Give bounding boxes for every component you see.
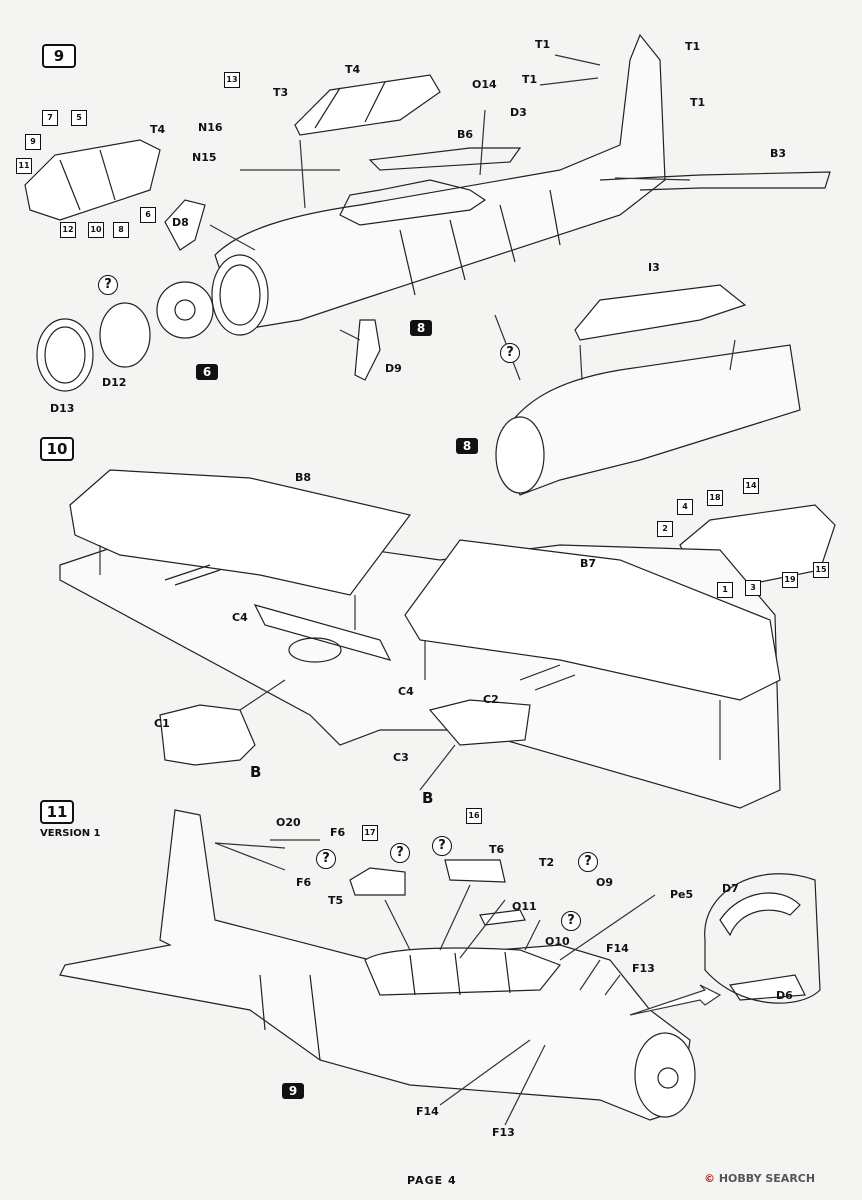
part-number-box: 12: [60, 222, 76, 238]
version-label: VERSION 1: [40, 828, 101, 839]
part-label: D3: [510, 106, 527, 119]
part-label: T4: [150, 123, 166, 136]
optional-part-marker: ?: [578, 852, 598, 872]
part-label: T1: [690, 96, 706, 109]
wing-drawing: [59, 469, 781, 809]
ref-step-9-tag: 9: [282, 1083, 304, 1099]
step-9-badge: 9: [42, 44, 76, 68]
part-label: F6: [330, 826, 346, 839]
part-number-box: 3: [745, 580, 761, 596]
canopy-small-left: [24, 139, 161, 221]
part-label: F14: [416, 1105, 439, 1118]
part-number-box: 5: [71, 110, 87, 126]
part-label: C1: [154, 717, 170, 730]
part-label: D8: [172, 216, 189, 229]
part-label: T5: [328, 894, 344, 907]
engine-parts: [36, 199, 381, 392]
part-number-box: 11: [16, 158, 32, 174]
part-number-box: 13: [224, 72, 240, 88]
part-label: Pe5: [670, 888, 694, 901]
ref-step-8-tag: 8: [456, 438, 478, 454]
page-number: PAGE 4: [407, 1174, 457, 1187]
canopy-t4: [294, 74, 441, 136]
part-label: T1: [685, 40, 701, 53]
part-number-box: 2: [657, 521, 673, 537]
arrows-step11: [214, 839, 722, 1126]
part-label: F13: [492, 1126, 515, 1139]
part-label: D7: [722, 882, 739, 895]
part-label: B8: [295, 471, 312, 484]
optional-part-marker: ?: [98, 275, 118, 295]
part-label: B: [250, 763, 262, 781]
part-number-box: 8: [113, 222, 129, 238]
arrows-step10: [99, 545, 721, 791]
part-number-box: 17: [362, 825, 378, 841]
part-label: B: [422, 789, 434, 807]
ref-step-6-tag: 6: [196, 364, 218, 380]
copyright-mark: ©: [704, 1172, 715, 1185]
part-label: T6: [489, 843, 505, 856]
part-label: N15: [192, 151, 217, 164]
optional-part-marker: ?: [316, 849, 336, 869]
part-label: T2: [539, 856, 555, 869]
watermark-text: HOBBY SEARCH: [718, 1172, 816, 1185]
part-label: O10: [545, 935, 570, 948]
part-label: O20: [276, 816, 301, 829]
part-label: B7: [580, 557, 597, 570]
part-number-box: 6: [140, 207, 156, 223]
part-number-box: 4: [677, 499, 693, 515]
step-10-badge: 10: [40, 437, 74, 461]
part-label: I3: [648, 261, 660, 274]
part-label: T1: [535, 38, 551, 51]
part-label: D12: [102, 376, 127, 389]
part-number-box: 16: [466, 808, 482, 824]
part-label: D9: [385, 362, 402, 375]
step-11-badge: 11: [40, 800, 74, 824]
part-label: B6: [457, 128, 474, 141]
part-label: F13: [632, 962, 655, 975]
part-number-box: 1: [717, 582, 733, 598]
part-label: D13: [50, 402, 75, 415]
aircraft-drawing-step11: [59, 809, 696, 1121]
canopy-parts-step11: [349, 859, 821, 1004]
optional-part-marker: ?: [500, 343, 520, 363]
part-label: O9: [596, 876, 614, 889]
part-number-box: 9: [25, 134, 41, 150]
watermark: © HOBBY SEARCH: [704, 1172, 815, 1185]
part-label: C3: [393, 751, 409, 764]
part-label: C4: [398, 685, 414, 698]
page-label: PAGE: [407, 1174, 444, 1187]
part-label: B3: [770, 147, 787, 160]
optional-part-marker: ?: [432, 836, 452, 856]
part-number-box: 19: [782, 572, 798, 588]
part-number-box: 18: [707, 490, 723, 506]
part-label: T4: [345, 63, 361, 76]
part-label: N16: [198, 121, 223, 134]
part-label: F14: [606, 942, 629, 955]
part-label: F6: [296, 876, 312, 889]
part-label: T3: [273, 86, 289, 99]
part-number-box: 7: [42, 110, 58, 126]
optional-part-marker: ?: [390, 843, 410, 863]
part-number-box: 10: [88, 222, 104, 238]
part-label: D6: [776, 989, 793, 1002]
part-label: T1: [522, 73, 538, 86]
fuselage-drawing-step9: [211, 33, 831, 336]
part-number-box: 15: [813, 562, 829, 578]
page-number-value: 4: [447, 1174, 457, 1187]
part-label: C2: [483, 693, 499, 706]
part-label: O11: [512, 900, 537, 913]
part-number-box: 14: [743, 478, 759, 494]
fuselage-drawing-step9-right: [495, 284, 836, 591]
part-label: C4: [232, 611, 248, 624]
optional-part-marker: ?: [561, 911, 581, 931]
part-label: O14: [472, 78, 497, 91]
ref-step-8-tag: 8: [410, 320, 432, 336]
